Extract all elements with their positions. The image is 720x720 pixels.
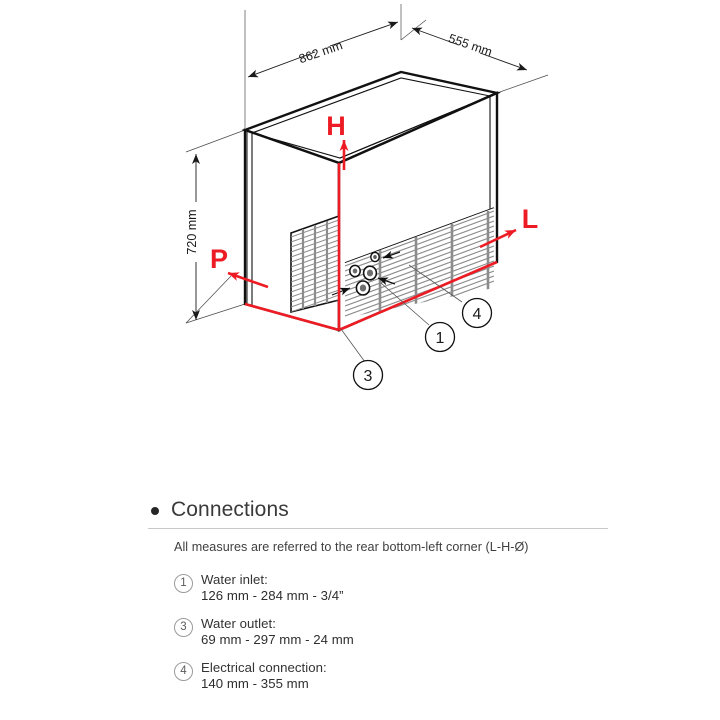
bullet-icon [151,507,159,515]
axis-label-l: L [522,204,539,234]
axis-labels: H L P [210,111,538,274]
connections-heading-label: Connections [171,498,289,521]
side-grille [290,214,340,314]
callout-label-4: 4 [473,306,482,323]
callout-marker-icon: 3 [174,618,193,637]
dimension-label-depth: 555 mm [447,31,494,59]
connection-ports [349,251,380,296]
connection-value: 69 mm - 297 mm - 24 mm [201,632,354,647]
list-item: 1 Water inlet: 126 mm - 284 mm - 3/4” [174,572,608,603]
axis-line-l-edge [338,260,498,332]
list-item: 3 Water outlet: 69 mm - 297 mm - 24 mm [174,616,608,647]
axis-label-p: P [210,244,228,274]
connections-list: 1 Water inlet: 126 mm - 284 mm - 3/4” 3 … [174,572,608,691]
reference-axes [227,140,517,332]
section-divider [148,528,608,529]
connection-label: Electrical connection: [201,660,327,675]
connection-value: 126 mm - 284 mm - 3/4” [201,588,344,603]
list-item: 4 Electrical connection: 140 mm - 355 mm [174,660,608,691]
dimension-lines [192,21,528,320]
port-pointer-arrows [331,250,401,296]
callout-leaders [340,264,463,363]
axis-line-p-edge [244,302,340,332]
callout-bubble-3: 3 [352,359,384,391]
callout-label-3: 3 [364,368,373,385]
axis-label-h: H [326,111,346,141]
dimension-label-height: 720 mm [185,209,199,254]
callout-bubble-4: 4 [461,297,493,329]
connection-value: 140 mm - 355 mm [201,676,309,691]
dimension-label-width: 862 mm [297,38,344,66]
callout-marker-icon: 1 [174,574,193,593]
callout-bubble-1: 1 [424,321,456,353]
connections-section: Connections All measures are referred to… [148,498,608,704]
connection-label: Water inlet: [201,572,268,587]
callout-marker-icon: 4 [174,662,193,681]
dimensional-drawing: 862 mm 555 mm 720 mm [185,4,549,391]
connection-label: Water outlet: [201,616,276,631]
callouts: 4 1 3 [352,297,493,391]
callout-label-1: 1 [436,330,445,347]
witness-lines [185,4,549,324]
connections-note: All measures are referred to the rear bo… [174,540,529,554]
axis-arrow-l [479,228,517,249]
axis-arrow-p [227,271,269,289]
connections-heading: Connections [148,498,608,528]
